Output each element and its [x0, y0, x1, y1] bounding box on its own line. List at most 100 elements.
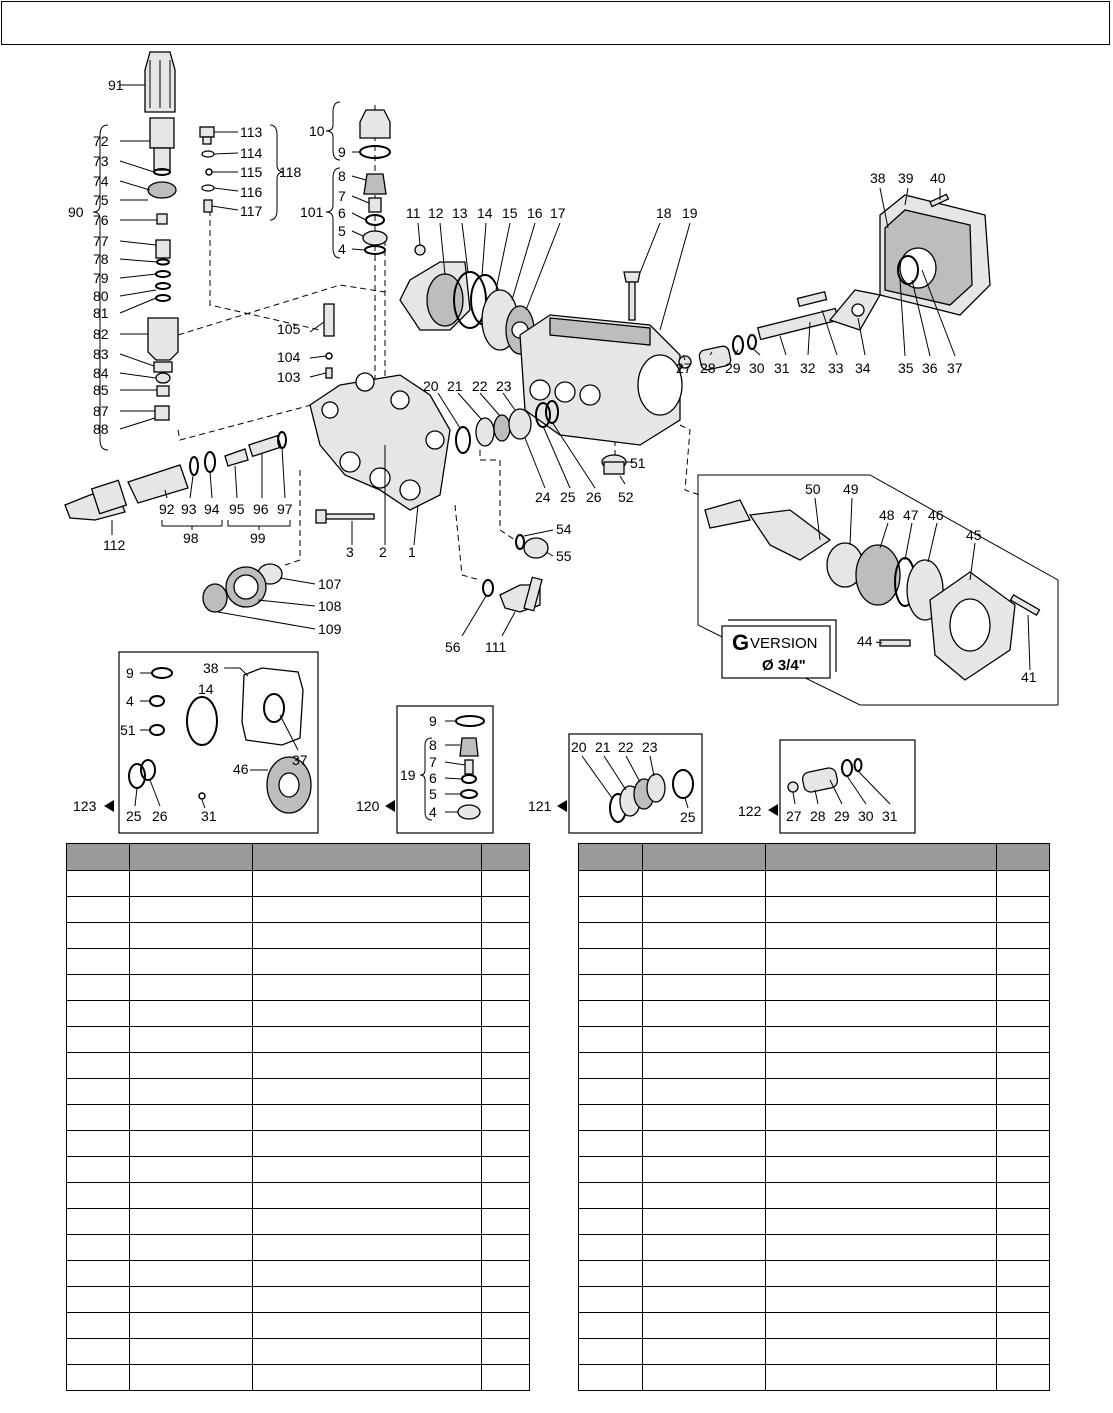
table-row	[66, 1364, 530, 1391]
table-cell	[996, 1234, 1050, 1261]
label-114: 114	[240, 145, 263, 161]
inset-123-26: 26	[152, 808, 168, 824]
label-104: 104	[277, 349, 301, 365]
table-cell	[251, 1260, 483, 1287]
table-row	[578, 1182, 1050, 1209]
table-cell	[578, 896, 643, 923]
table-cell	[641, 1182, 766, 1209]
table-row	[578, 1338, 1050, 1365]
unloader-assembly: 91 72 73 74 75 76 77 78 79 80 81 82 83 8…	[68, 51, 179, 451]
table-cell	[578, 1338, 643, 1365]
table-cell	[66, 1104, 130, 1131]
table-cell	[578, 1260, 643, 1287]
label-79: 79	[93, 270, 109, 286]
inset-123-25: 25	[126, 808, 142, 824]
table-row	[578, 1260, 1050, 1287]
label-109: 109	[318, 621, 342, 637]
column-header	[66, 843, 130, 871]
g-version-size: Ø 3/4"	[762, 657, 806, 674]
label-107: 107	[318, 576, 342, 592]
table-cell	[578, 922, 643, 949]
table-row	[578, 870, 1050, 897]
table-cell	[128, 1078, 253, 1105]
exploded-diagram: 91 72 73 74 75 76 77 78 79 80 81 82 83 8…	[64, 51, 1059, 834]
table-cell	[578, 1234, 643, 1261]
inset-121-22: 22	[618, 739, 634, 755]
table-row	[66, 1182, 530, 1209]
table-cell	[128, 1260, 253, 1287]
table-cell	[251, 1052, 483, 1079]
g-version-letter: G	[732, 630, 749, 655]
label-80: 80	[93, 288, 109, 304]
table-cell	[481, 974, 530, 1001]
inset-123-37: 37	[292, 752, 308, 768]
table-cell	[996, 1052, 1050, 1079]
g-version-word: VERSION	[750, 635, 818, 652]
label-10: 10	[309, 123, 325, 139]
table-cell	[641, 1130, 766, 1157]
inset-120-9: 9	[429, 713, 437, 729]
table-row	[578, 1130, 1050, 1157]
label-8: 8	[338, 168, 346, 184]
label-29: 29	[725, 360, 741, 376]
label-113: 113	[240, 124, 263, 140]
inset-121-21: 21	[595, 739, 611, 755]
table-cell	[251, 896, 483, 923]
table-row	[66, 896, 530, 923]
label-14: 14	[477, 205, 493, 221]
table-cell	[66, 870, 130, 897]
label-54: 54	[556, 521, 572, 537]
label-44: 44	[857, 633, 873, 649]
column-header	[481, 843, 530, 871]
column-header	[764, 843, 998, 871]
table-cell	[481, 1078, 530, 1105]
table-cell	[641, 1338, 766, 1365]
table-cell	[578, 1026, 643, 1053]
label-88: 88	[93, 421, 109, 437]
inset-123-id: 123	[73, 798, 97, 814]
label-99: 99	[250, 530, 266, 546]
label-97: 97	[277, 501, 293, 517]
table-cell	[251, 1078, 483, 1105]
table-cell	[764, 1000, 998, 1027]
label-84: 84	[93, 365, 109, 381]
table-cell	[764, 896, 998, 923]
table-cell	[66, 922, 130, 949]
inset-120-group: 19	[400, 767, 416, 783]
table-cell	[764, 1234, 998, 1261]
table-row	[578, 1208, 1050, 1235]
inset-120-7: 7	[429, 754, 437, 770]
label-16: 16	[527, 205, 543, 221]
table-cell	[481, 1338, 530, 1365]
table-cell	[128, 1026, 253, 1053]
table-cell	[66, 1234, 130, 1261]
table-cell	[481, 1364, 530, 1391]
label-118: 118	[279, 164, 302, 180]
label-39: 39	[898, 170, 914, 186]
label-117: 117	[240, 203, 263, 219]
label-116: 116	[240, 184, 263, 200]
table-row	[66, 1130, 530, 1157]
label-78: 78	[93, 251, 109, 267]
inset-120-8: 8	[429, 737, 437, 753]
table-row	[578, 1286, 1050, 1313]
table-cell	[764, 1156, 998, 1183]
label-55: 55	[556, 548, 572, 564]
table-cell	[481, 1182, 530, 1209]
table-cell	[641, 870, 766, 897]
table-cell	[66, 948, 130, 975]
inset-123: 123 9 4 51 38 14 25 26 31 37 46	[73, 651, 319, 834]
table-cell	[251, 948, 483, 975]
table-row	[578, 1364, 1050, 1391]
table-cell	[996, 1104, 1050, 1131]
table-cell	[578, 1364, 643, 1391]
inset-122-29: 29	[834, 808, 850, 824]
label-28: 28	[700, 360, 716, 376]
table-cell	[578, 1130, 643, 1157]
label-92: 92	[159, 501, 175, 517]
table-cell	[128, 896, 253, 923]
table-cell	[764, 1364, 998, 1391]
table-cell	[481, 1130, 530, 1157]
table-cell	[764, 974, 998, 1001]
table-cell	[578, 948, 643, 975]
